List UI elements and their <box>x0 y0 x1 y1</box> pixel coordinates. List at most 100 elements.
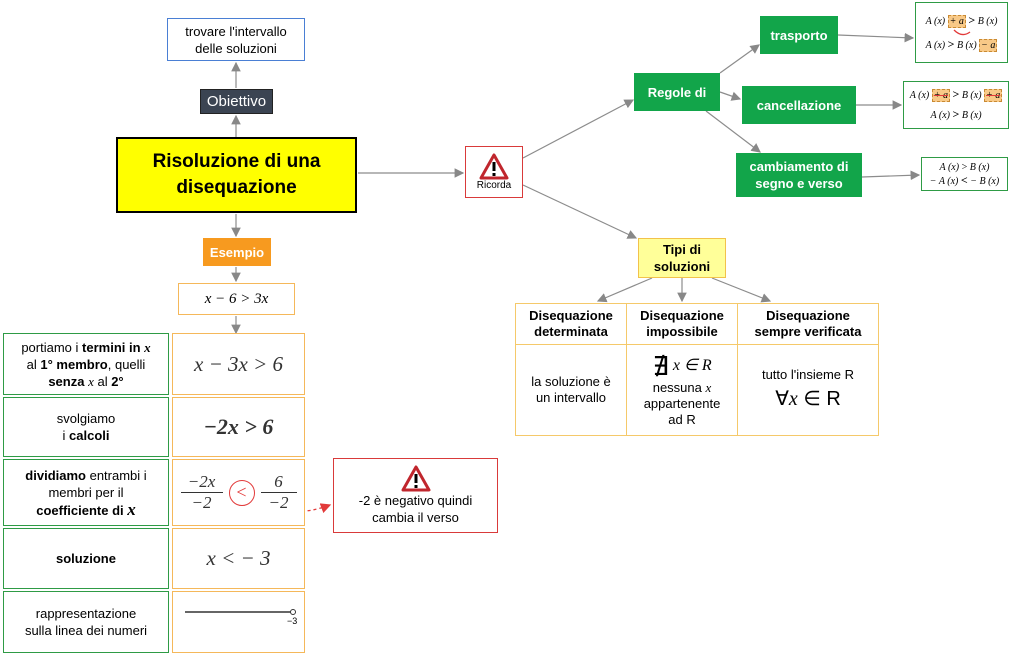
ricorda-box: Ricorda <box>465 146 523 198</box>
step3-text-a: dividiamo <box>25 467 86 483</box>
step-label-solution: soluzione <box>3 528 169 589</box>
trasporto-formula-row1: A (x) + a > B (x) <box>925 12 998 28</box>
cancellazione-formula-row2: A (x) > B (x) <box>930 107 982 122</box>
step1-text-f: senza <box>48 373 89 389</box>
step3-var: x <box>127 499 136 519</box>
step-label-number-line: rappresentazione sulla linea dei numeri <box>3 591 169 653</box>
step1-var-a: x <box>144 339 151 355</box>
type-determinata-head-line2: determinata <box>534 324 608 339</box>
forall-var: x <box>788 388 798 410</box>
type-impossibile-body-line3: ad R <box>668 412 696 427</box>
step-math-divide: −2x −2 < 6 −2 <box>172 459 305 526</box>
warning-line1: -2 è negativo quindi <box>358 493 473 508</box>
type-sempre-head-line2: sempre verificata <box>754 324 862 339</box>
type-impossibile-body-line2: appartenente <box>643 396 721 411</box>
warning-line2: cambia il verso <box>372 510 459 525</box>
curved-arrow-icon <box>953 29 970 35</box>
step2-text-b: i <box>62 428 70 443</box>
cambiamento-formula-row1: A (x) > B (x) <box>939 161 990 173</box>
types-title-line2: soluzioni <box>653 259 711 274</box>
link-types-sempre <box>711 277 772 303</box>
rule-cambiamento-line2: segno e verso <box>755 176 843 191</box>
objective-label: Obiettivo <box>200 89 273 114</box>
rules-title: Regole di <box>634 73 720 111</box>
fraction-left: −2x −2 <box>180 472 223 513</box>
step-math-move-terms: x − 3x > 6 <box>172 333 305 395</box>
type-impossibile-body-line1: nessuna <box>652 380 706 395</box>
type-sempre-head-line1: Disequazione <box>766 308 850 323</box>
trasporto-formula-row2: A (x) > B (x) − a <box>925 36 998 52</box>
step1-text-b: termini in <box>82 339 145 355</box>
link-rules-trasporto <box>719 44 760 74</box>
type-determinata-body-line2: un intervallo <box>535 390 607 405</box>
main-title-line1: Risoluzione di una <box>152 151 321 172</box>
step1-text-a: portiamo i <box>21 339 83 355</box>
link-types-determinata <box>596 277 653 303</box>
warning-icon <box>479 153 509 180</box>
step-math-solution: x < − 3 <box>172 528 305 589</box>
type-impossibile-head-line2: impossibile <box>646 324 718 339</box>
example-label: Esempio <box>203 238 271 266</box>
type-impossibile-var: x <box>705 380 712 395</box>
trasporto-formula: A (x) + a > B (x) A (x) > B (x) − a <box>915 2 1008 63</box>
forall-expression: ∀x ∈ R <box>775 385 841 413</box>
step1-text-d: 1° membro <box>40 356 108 372</box>
number-line-cell: −3 <box>172 591 305 653</box>
number-line-tick-label: −3 <box>287 616 298 626</box>
link-trasporto-formula <box>837 32 915 43</box>
rule-trasporto: trasporto <box>760 16 838 54</box>
warning-icon <box>401 465 430 492</box>
step1-text-g: al <box>93 373 112 389</box>
rule-cambiamento-line1: cambiamento di <box>749 159 849 174</box>
warning-box: -2 è negativo quindi cambia il verso <box>333 458 498 533</box>
link-rules-cancellazione <box>719 91 742 101</box>
step-label-divide: dividiamo entrambi i membri per il coeff… <box>3 459 169 526</box>
link-ricorda-rules <box>522 99 635 159</box>
type-impossibile-head-line1: Disequazione <box>640 308 724 323</box>
inequality-circle: < <box>228 479 255 506</box>
not-exists-symbol: ∄ <box>652 351 669 381</box>
not-exists-expression: ∄ x ∈ R <box>652 352 711 380</box>
type-determinata-body-line1: la soluzione è <box>531 374 611 389</box>
forall-set: ∈ R <box>797 388 841 410</box>
forall-symbol: ∀ <box>775 388 789 410</box>
link-cambiamento-formula <box>861 170 921 181</box>
step5-text-a: rappresentazione <box>35 606 137 621</box>
link-ricorda-types <box>522 184 638 239</box>
fraction-left-denominator: −2 <box>191 493 212 512</box>
goal-line1: trovare l'intervallo <box>185 23 287 39</box>
ricorda-label: Ricorda <box>476 180 512 191</box>
not-exists-set: x ∈ R <box>672 357 712 374</box>
example-expression: x − 6 > 3x <box>178 283 295 315</box>
type-impossibile-body: ∄ x ∈ R nessuna x appartenente ad R <box>626 344 738 436</box>
step3-text-c: coefficiente di <box>36 502 128 518</box>
main-title: Risoluzione di una disequazione <box>116 137 357 213</box>
main-title-line2: disequazione <box>176 177 297 198</box>
cambiamento-formula: A (x) > B (x) − A (x) < − B (x) <box>921 157 1008 191</box>
step-math-calculate: −2x > 6 <box>172 397 305 457</box>
step5-text-b: sulla linea dei numeri <box>24 623 148 638</box>
step2-text-a: svolgiamo <box>56 411 116 426</box>
cancellazione-formula: A (x) + a > B (x) + a A (x) > B (x) <box>903 81 1009 129</box>
fraction-right-denominator: −2 <box>268 493 289 512</box>
fraction-right-numerator: 6 <box>274 472 283 491</box>
cambiamento-formula-row2: − A (x) < − B (x) <box>929 172 1000 187</box>
type-determinata-head-line1: Disequazione <box>529 308 613 323</box>
link-rules-cambiamento <box>705 110 761 153</box>
type-sempre-body: tutto l'insieme R ∀x ∈ R <box>737 344 879 436</box>
types-title-line1: Tipi di <box>662 242 702 257</box>
step1-text-h: 2° <box>111 373 124 389</box>
cancellazione-formula-row1: A (x) + a > B (x) + a <box>909 87 1003 102</box>
goal-line2: delle soluzioni <box>195 40 277 56</box>
types-title: Tipi di soluzioni <box>638 238 726 278</box>
step1-text-e: , quelli <box>107 356 146 372</box>
step1-text-c: al <box>26 356 41 372</box>
rule-cambiamento: cambiamento di segno e verso <box>736 153 862 197</box>
fraction-left-numerator: −2x <box>187 472 216 491</box>
type-determinata-body: la soluzione è un intervallo <box>515 344 627 436</box>
